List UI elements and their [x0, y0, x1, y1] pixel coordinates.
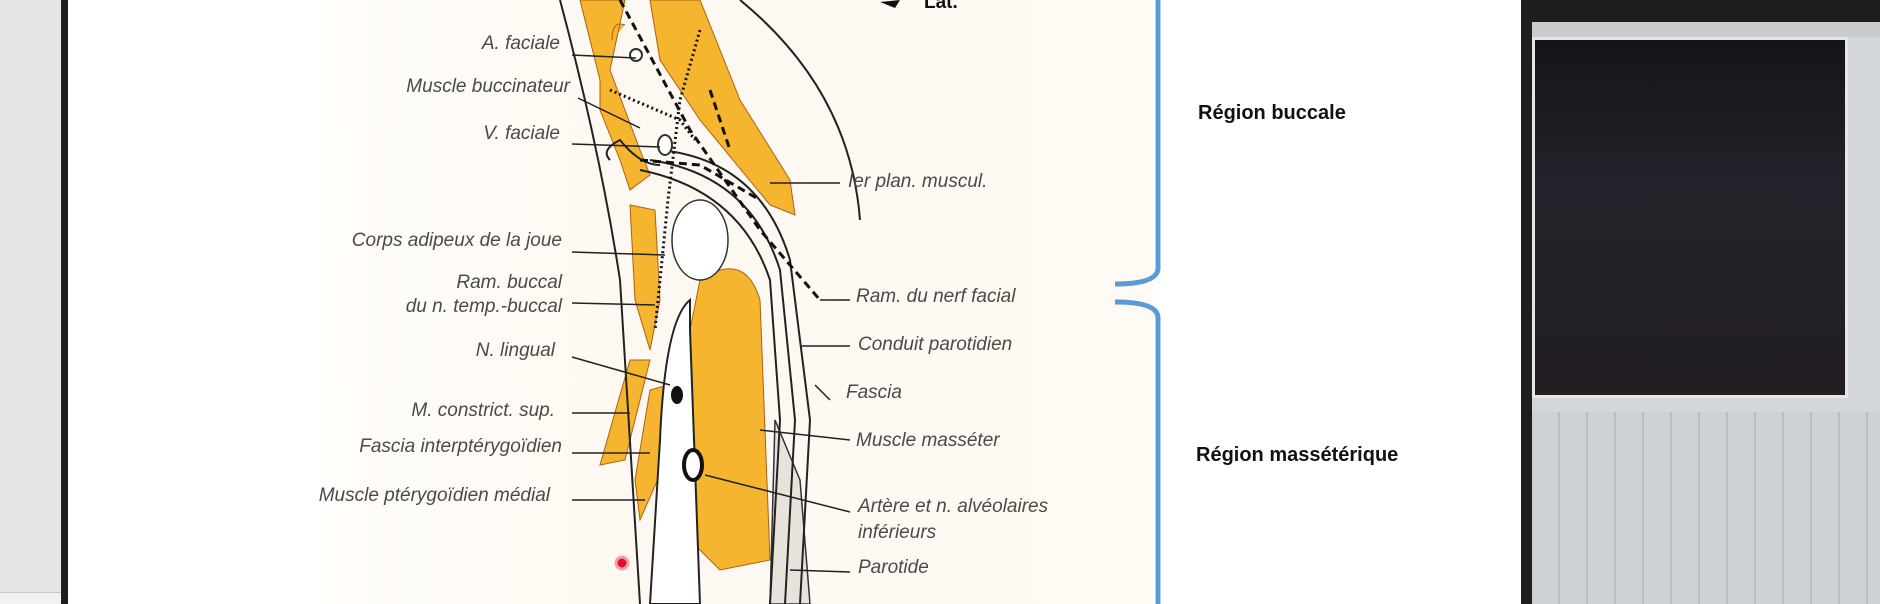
label-facial-vein: V. faciale	[483, 123, 560, 144]
facial-vein	[657, 134, 673, 156]
label-parotid-duct: Conduit parotidien	[858, 334, 1013, 355]
left-side-panel	[0, 0, 61, 604]
label-interpterygoid-fascia: Fascia interptérygoïdien	[359, 436, 562, 457]
buccal-fat-pad	[671, 199, 729, 281]
webcam-window-frame	[1532, 22, 1880, 37]
label-constrictor: M. constrict. sup.	[411, 400, 555, 421]
first-muscular-plane	[649, 0, 796, 216]
laser-pointer-dot	[614, 555, 630, 571]
region-brace	[1114, 0, 1161, 604]
buccinator-lower	[629, 204, 661, 351]
mandible-ramus	[648, 297, 702, 604]
masseter-muscle	[689, 268, 771, 571]
label-masseter: Muscle masséter	[856, 430, 1000, 451]
label-buccinator: Muscle buccinateur	[406, 76, 570, 97]
region-masseteric-label: Région massétérique	[1196, 444, 1399, 466]
label-facial-artery: A. faciale	[481, 33, 560, 54]
webcam-dark-window	[1532, 37, 1848, 398]
label-parotid: Parotide	[858, 557, 929, 578]
label-inferior-alveolar: Artère et n. alvéolaires	[858, 496, 1049, 517]
buccinator-muscle	[579, 0, 651, 191]
label-lingual-nerve: N. lingual	[475, 340, 555, 361]
label-inferior-alveolar-2: inférieurs	[858, 522, 937, 543]
label-first-muscular-plane: Ier plan. muscul.	[848, 171, 988, 192]
label-buccal-fat-pad: Corps adipeux de la joue	[351, 230, 562, 251]
facial-artery	[629, 48, 643, 62]
side-panel-footer	[0, 592, 61, 604]
label-buccal-branch: Ram. buccal	[456, 272, 562, 293]
label-fascia: Fascia	[846, 382, 902, 403]
label-facial-nerve-branch: Ram. du nerf facial	[856, 286, 1016, 307]
lateral-orientation-label: Lat.	[924, 0, 958, 13]
region-buccal-label: Région buccale	[1198, 102, 1346, 124]
label-buccal-branch-2: du n. temp.-buccal	[405, 296, 562, 317]
webcam-video-feed	[1532, 22, 1880, 604]
inferior-alveolar-bundle	[682, 448, 704, 482]
lingual-nerve	[671, 386, 683, 404]
webcam-wall-panel	[1532, 412, 1880, 604]
label-medial-pterygoid: Muscle ptérygoïdien médial	[318, 485, 550, 506]
